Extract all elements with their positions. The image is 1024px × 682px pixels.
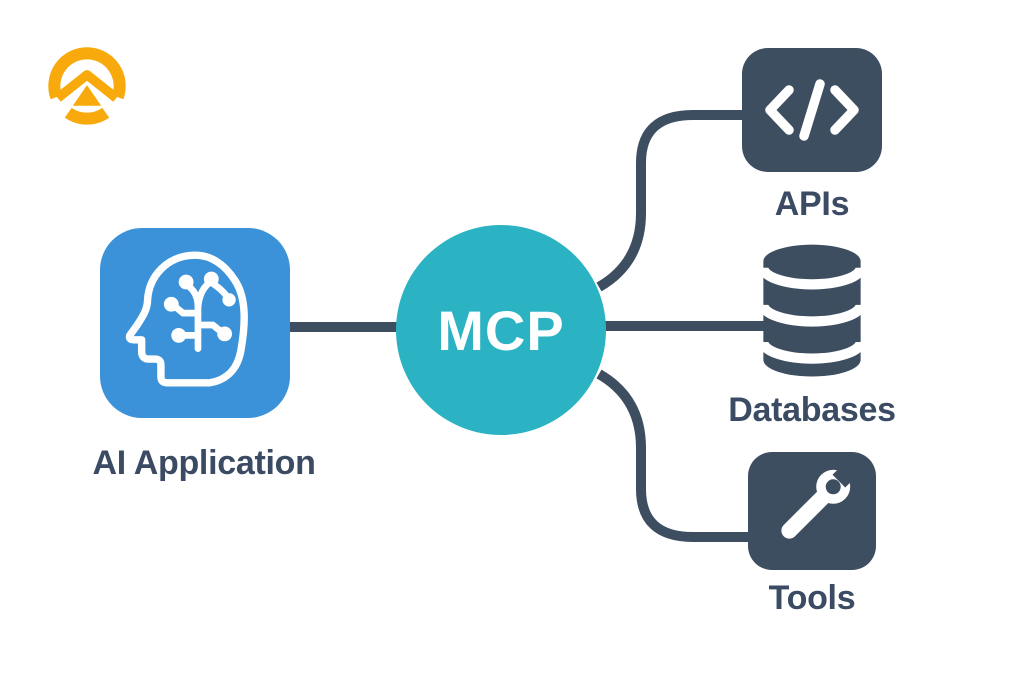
node-apis (742, 48, 882, 172)
label-apis: APIs (774, 185, 850, 223)
code-icon (765, 79, 859, 141)
brand-logo (44, 42, 130, 135)
node-mcp: MCP (396, 225, 606, 435)
logo-mountain-ridge (54, 70, 120, 102)
mcp-label: MCP (437, 298, 565, 362)
label-ai-application: AI Application (92, 444, 316, 482)
connector-mcp-to-apis (596, 110, 748, 292)
mountain-ring-logo-icon (48, 47, 126, 125)
node-tools (748, 452, 876, 570)
connector-mcp-to-tools (596, 369, 756, 542)
logo-ring-upper-arc (48, 47, 126, 100)
node-ai-application (100, 228, 290, 418)
label-databases: Databases (728, 391, 896, 429)
database-icon (758, 244, 866, 377)
wrench-icon (781, 459, 861, 539)
logo-inner-triangle (72, 85, 102, 106)
node-databases (748, 241, 876, 389)
label-tools: Tools (768, 579, 856, 617)
logo-ring-bottom-arc (64, 107, 110, 125)
head-circuit-icon (125, 251, 248, 386)
